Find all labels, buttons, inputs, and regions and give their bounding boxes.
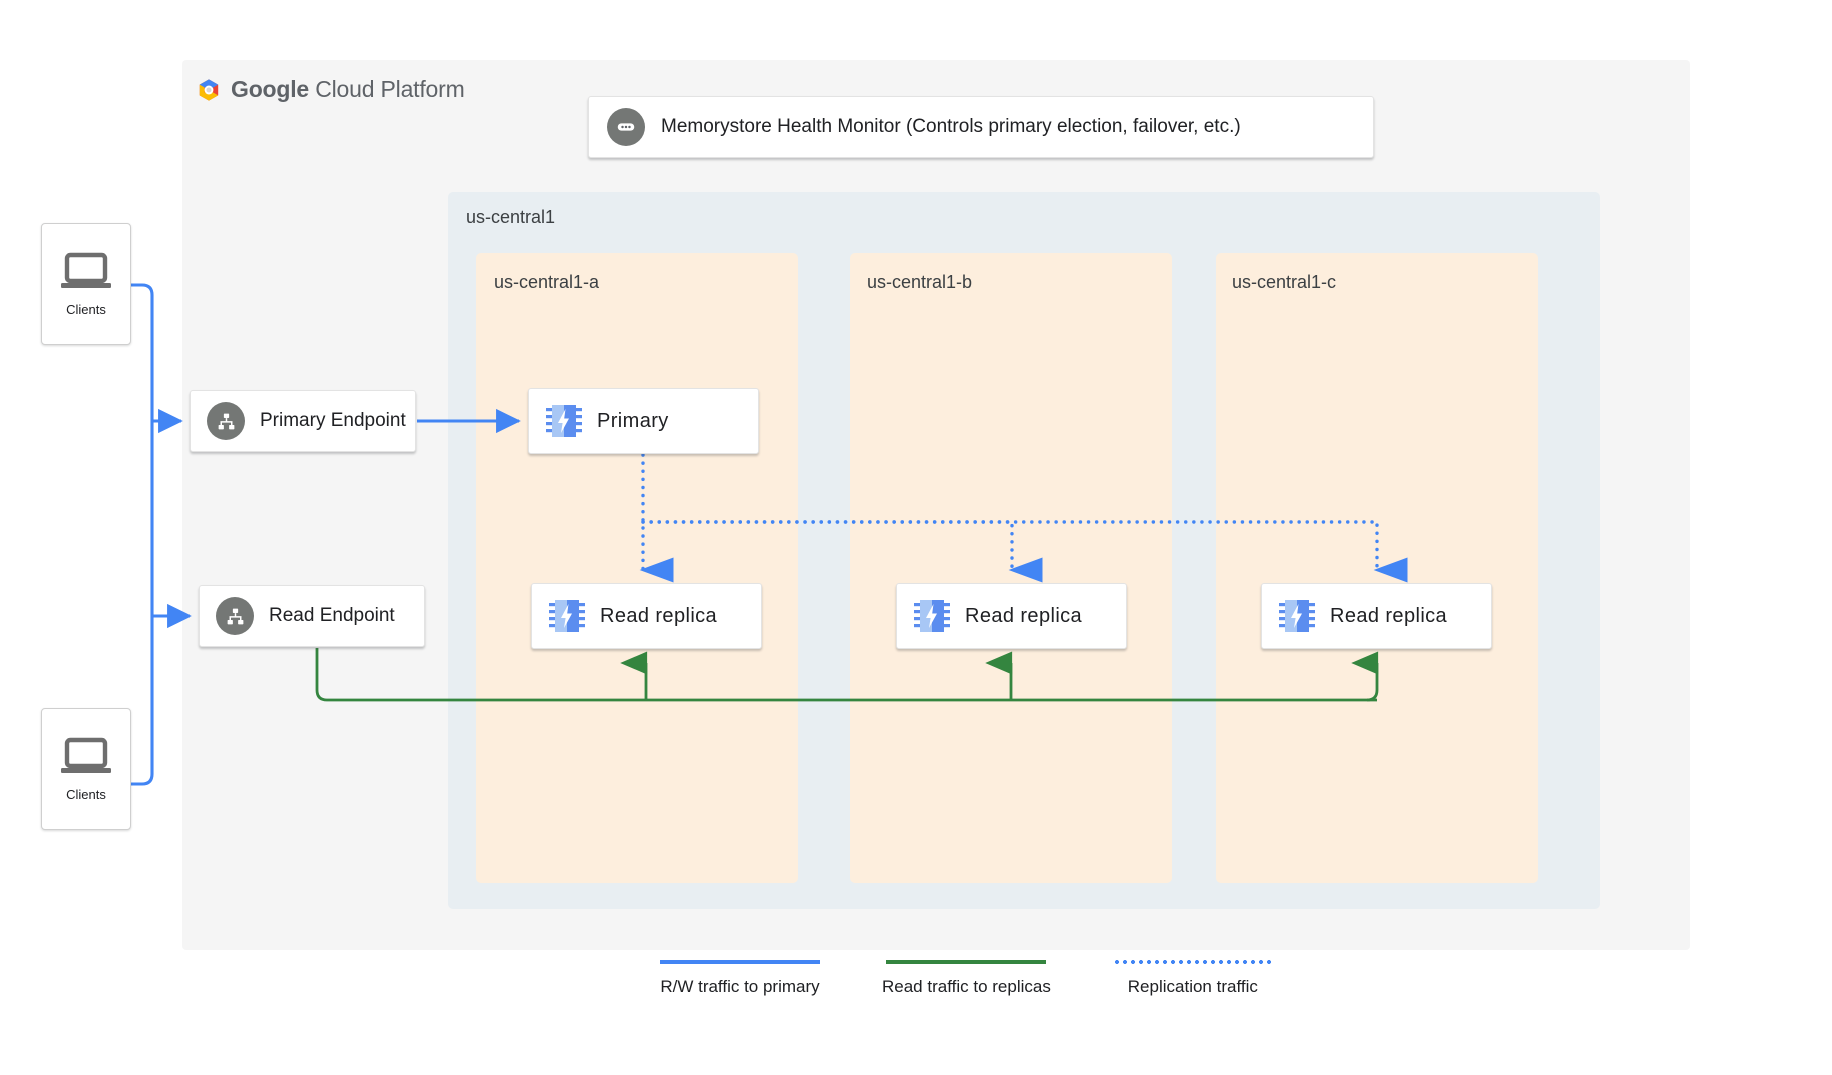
zone-panel-us-central1-a xyxy=(476,253,798,883)
read-endpoint-card[interactable]: Read Endpoint xyxy=(199,585,425,647)
legend-item-replication-traffic: Replication traffic xyxy=(1112,960,1273,997)
node-label-primary: Primary xyxy=(597,409,669,432)
gcp-brand-text: Google Cloud Platform xyxy=(231,76,465,103)
memorystore-health-monitor-card[interactable]: Memorystore Health Monitor (Controls pri… xyxy=(588,96,1374,158)
zone-panel-us-central1-b xyxy=(850,253,1172,883)
zone-label-us-central1-a: us-central1-a xyxy=(494,272,600,292)
client-bus-line xyxy=(131,283,154,786)
primary-endpoint-label: Primary Endpoint xyxy=(260,410,406,431)
google-cloud-platform-logo: Google Cloud Platform xyxy=(196,76,465,103)
node-card-read-replica-b[interactable]: Read replica xyxy=(896,583,1127,649)
legend-label-read-traffic: Read traffic to replicas xyxy=(882,977,1051,996)
health-monitor-icon xyxy=(607,108,645,146)
clients-label-bottom: Clients xyxy=(66,786,106,802)
read-endpoint-label: Read Endpoint xyxy=(269,605,395,626)
gcp-brand-suffix: Cloud Platform xyxy=(315,76,465,102)
legend-item-read-traffic: Read traffic to replicas xyxy=(882,960,1051,997)
node-card-read-replica-c[interactable]: Read replica xyxy=(1261,583,1492,649)
zone-label-us-central1-c: us-central1-c xyxy=(1232,272,1337,292)
clients-card-bottom[interactable]: Clients xyxy=(41,708,131,830)
legend: R/W traffic to primary Read traffic to r… xyxy=(660,960,1273,997)
zone-label-us-central1-b: us-central1-b xyxy=(867,272,973,292)
memorystore-chip-icon xyxy=(914,600,950,632)
laptop-icon xyxy=(61,252,111,288)
gcp-brand-prefix: Google xyxy=(231,76,310,102)
node-label-read-replica-c: Read replica xyxy=(1330,604,1448,627)
node-card-primary[interactable]: Primary xyxy=(528,388,759,454)
clients-card-top[interactable]: Clients xyxy=(41,223,131,345)
laptop-icon xyxy=(61,737,111,773)
memorystore-chip-icon xyxy=(1279,600,1315,632)
endpoint-hierarchy-icon xyxy=(216,597,254,635)
legend-swatch-read-traffic xyxy=(886,960,1047,964)
endpoint-hierarchy-icon xyxy=(207,402,245,440)
google-cloud-hexagon-icon xyxy=(199,78,219,101)
legend-label-rw-traffic: R/W traffic to primary xyxy=(660,977,820,996)
legend-item-rw-traffic: R/W traffic to primary xyxy=(660,960,820,997)
region-label: us-central1 xyxy=(466,207,556,227)
legend-swatch-rw-traffic xyxy=(660,960,820,964)
legend-label-replication-traffic: Replication traffic xyxy=(1127,977,1258,996)
health-monitor-label: Memorystore Health Monitor (Controls pri… xyxy=(661,116,1241,137)
memorystore-chip-icon xyxy=(549,600,585,632)
clients-label-top: Clients xyxy=(66,301,106,317)
primary-endpoint-card[interactable]: Primary Endpoint xyxy=(190,390,416,452)
legend-swatch-replication-traffic xyxy=(1112,960,1273,964)
node-label-read-replica-b: Read replica xyxy=(965,604,1083,627)
node-label-read-replica-a: Read replica xyxy=(600,604,718,627)
zone-panel-us-central1-c xyxy=(1216,253,1538,883)
node-card-read-replica-a[interactable]: Read replica xyxy=(531,583,762,649)
memorystore-chip-icon xyxy=(546,405,582,437)
